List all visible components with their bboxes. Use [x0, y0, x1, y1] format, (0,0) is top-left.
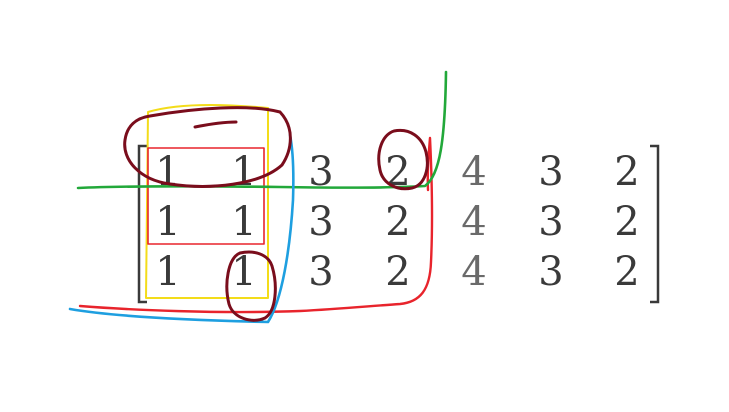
matrix-cell: 2	[385, 199, 410, 245]
matrix-cell: 2	[385, 249, 410, 295]
matrix-cell: 4	[461, 199, 486, 245]
matrix-cell: 4	[461, 149, 486, 195]
blue-curve	[68, 133, 295, 324]
matrix-cell: 1	[155, 249, 180, 295]
matrix-cell: 3	[308, 249, 333, 295]
matrix-cell: 2	[614, 249, 639, 295]
matrix-cell: 3	[538, 149, 563, 195]
matrix-cell: 3	[538, 249, 563, 295]
matrix-cell: 1	[231, 149, 256, 195]
matrix-cell: 4	[461, 249, 486, 295]
left-bracket	[137, 144, 147, 304]
matrix-cell: 2	[614, 199, 639, 245]
matrix-cell: 1	[155, 199, 180, 245]
matrix-cell: 3	[538, 199, 563, 245]
red-block-rectangle	[147, 147, 265, 245]
green-divider-line	[76, 70, 448, 190]
right-bracket	[650, 144, 660, 304]
matrix-cell: 2	[614, 149, 639, 195]
yellow-column-box	[145, 103, 269, 299]
maroon-circle-bottom	[225, 250, 277, 322]
red-region-outline	[78, 136, 434, 314]
maroon-circle-top	[123, 106, 292, 188]
matrix-cell: 1	[231, 199, 256, 245]
matrix-cell: 3	[308, 199, 333, 245]
matrix-grid: 1 1 3 2 4 3 2 1 1 3 2 4 3 2 1 1 3 2 4 3 …	[155, 149, 639, 295]
matrix-cell: 1	[155, 149, 180, 195]
maroon-circle-two	[377, 128, 429, 191]
